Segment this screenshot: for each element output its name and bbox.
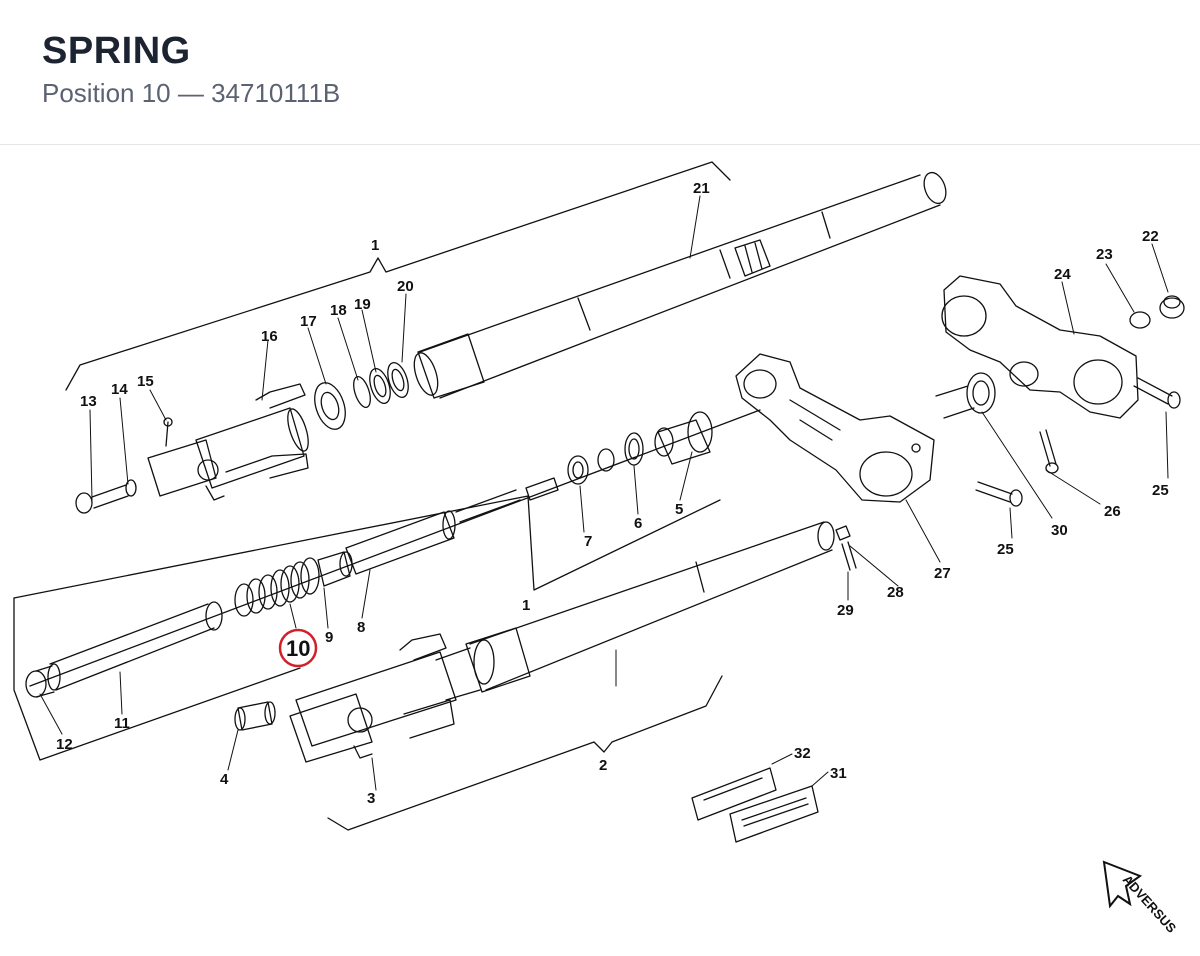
- part-31-plate: [729, 785, 819, 843]
- part-19-ring: [369, 368, 391, 404]
- callout-29: 29: [837, 602, 854, 619]
- callout-10-highlighted: 10: [286, 636, 310, 661]
- callout-25-upper: 25: [1152, 482, 1169, 499]
- callout-27: 27: [934, 565, 951, 582]
- callout-18: 18: [330, 302, 347, 319]
- part-24-upper-triple-clamp: [941, 275, 1139, 419]
- part-32-plate: [691, 767, 777, 821]
- callout-4: 4: [220, 771, 229, 788]
- callout-1-upper: 1: [371, 237, 379, 254]
- part-23-washer: [1129, 311, 1151, 329]
- part-11-damper-rod: [47, 601, 223, 691]
- callout-16: 16: [261, 328, 278, 345]
- callout-17: 17: [300, 313, 317, 330]
- page-header: SPRING Position 10 — 34710111B: [0, 0, 1200, 145]
- bracket-assembly-1-upper: [65, 161, 731, 391]
- cartridge-axis: [29, 409, 761, 687]
- highlight-circle-10: [278, 628, 318, 668]
- callout-28: 28: [887, 584, 904, 601]
- callout-5: 5: [675, 501, 683, 518]
- callout-13: 13: [80, 393, 97, 410]
- callout-6: 6: [634, 515, 642, 532]
- part-20-tube-sleeve: [387, 333, 485, 399]
- page-title: SPRING: [42, 30, 191, 72]
- part-29-stud: [841, 541, 857, 571]
- callout-31: 31: [830, 765, 847, 782]
- part-21-inner-tube: [419, 171, 947, 399]
- part-12-end-cap: [25, 665, 55, 698]
- callout-7: 7: [584, 533, 592, 550]
- part-22-nut: [1159, 295, 1185, 319]
- adversus-logo: ADVERSUS: [1102, 860, 1179, 936]
- part-4-bushing: [234, 701, 276, 731]
- part-subtitle: Position 10 — 34710111B: [42, 78, 341, 108]
- callout-23: 23: [1096, 246, 1113, 263]
- callout-26: 26: [1104, 503, 1121, 520]
- callout-25-lower: 25: [997, 541, 1014, 558]
- part-8-preload-tube: [345, 510, 456, 575]
- callout-12: 12: [56, 736, 73, 753]
- callout-24: 24: [1054, 266, 1071, 283]
- callout-3: 3: [367, 790, 375, 807]
- callout-11: 11: [114, 715, 130, 732]
- callout-2: 2: [599, 757, 607, 774]
- part-7-valve: [567, 455, 589, 485]
- part-27-lower-triple-clamp: [735, 353, 935, 503]
- callout-19: 19: [354, 296, 371, 313]
- part-2-fork-leg: [435, 521, 835, 701]
- part-28-nut: [835, 525, 851, 541]
- part-25-bolt-lower: [975, 481, 1023, 507]
- leader-lines: [39, 195, 1169, 791]
- part-25-bolt-upper: [1133, 377, 1181, 409]
- bracket-assembly-2: [327, 675, 723, 831]
- callout-20: 20: [397, 278, 414, 295]
- part-9-spacer: [317, 551, 353, 587]
- part-rebound-rod: [455, 477, 559, 523]
- part-13-bolt: [75, 484, 129, 514]
- callout-30: 30: [1051, 522, 1068, 539]
- part-10-spring: [234, 557, 320, 617]
- callout-9: 9: [325, 629, 333, 646]
- part-26-bolt: [1039, 429, 1059, 474]
- part-6-washer: [597, 432, 644, 472]
- callout-22: 22: [1142, 228, 1159, 245]
- callout-21: 21: [693, 180, 710, 197]
- callout-8: 8: [357, 619, 365, 636]
- part-15-screw: [163, 417, 173, 447]
- callout-1-lower: 1: [522, 597, 530, 614]
- part-3-outer-slider-lower: [289, 633, 457, 763]
- part-17-seal: [314, 382, 346, 430]
- callout-32: 32: [794, 745, 811, 762]
- part-16-outer-slider-upper: [147, 383, 309, 501]
- callout-14: 14: [111, 381, 128, 398]
- callout-labels: 1 1 2 3 4 5 6 7 8 9 10 11 12 13 14 15 16…: [56, 180, 1169, 807]
- callout-15: 15: [137, 373, 154, 390]
- part-30-steering-stem: [935, 372, 996, 419]
- part-5-top-cap: [654, 411, 713, 465]
- part-14-washer: [125, 479, 137, 497]
